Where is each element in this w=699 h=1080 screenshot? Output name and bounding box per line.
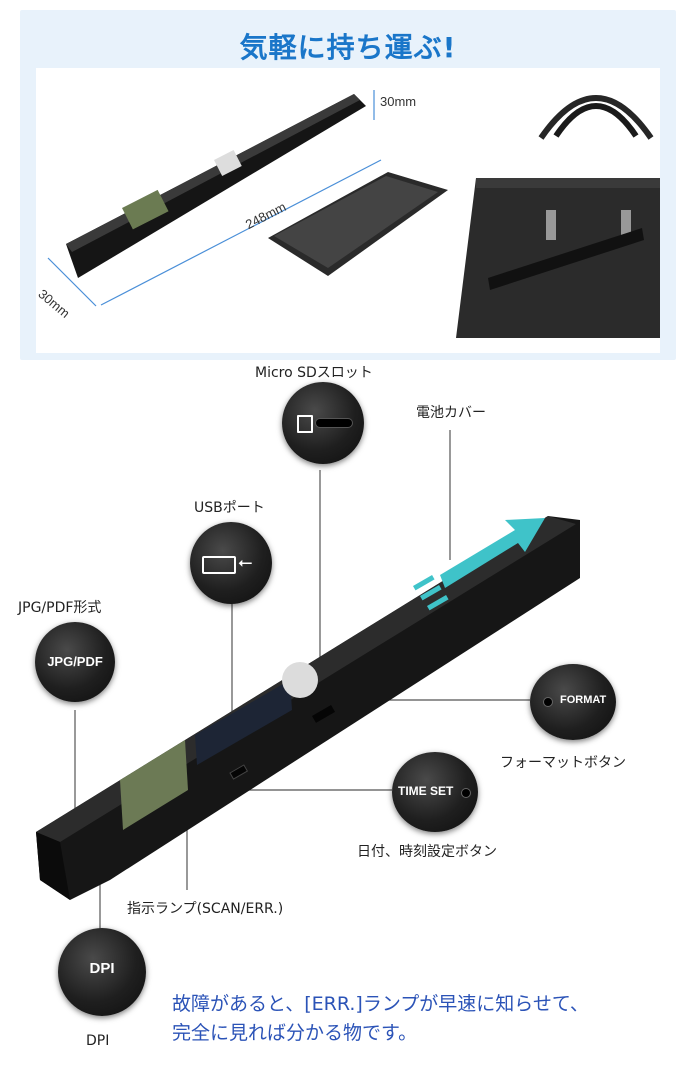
sd-slot-opening <box>316 419 352 427</box>
jpg-pdf-button-label: JPG/PDF <box>47 654 103 669</box>
product-photo <box>47 90 660 338</box>
time-set-indicator-dot <box>462 789 470 797</box>
dpi-button-zoom: DPI <box>58 928 146 1016</box>
indicator-label: 指示ランプ(SCAN/ERR.) <box>127 901 284 917</box>
top-panel: 気軽に持ち運ぶ! 30mm 248mm 30mm <box>20 10 676 360</box>
usb-port-label: USBポート <box>194 500 265 516</box>
format-indicator-dot <box>544 698 552 706</box>
dpi-button-label: DPI <box>89 960 115 977</box>
footer-line-1: 故障があると、[ERR.]ランプが早速に知らせて、 <box>172 993 589 1015</box>
height-dimension: 30mm <box>380 94 417 109</box>
usb-icon: ⭠ <box>238 552 253 573</box>
sd-card-icon <box>297 415 313 433</box>
product-photo-frame: 30mm 248mm 30mm <box>35 68 660 353</box>
time-set-button-zoom: TIME SET <box>392 752 478 832</box>
footer-line-2: 完全に見れば分かる物です。 <box>172 1022 418 1044</box>
format-button-zoom: FORMAT <box>530 664 616 740</box>
battery-cover-label: 電池カバー <box>416 405 486 421</box>
time-set-button-label: TIME SET <box>398 784 454 798</box>
jpg-pdf-button-zoom: JPG/PDF <box>35 622 115 702</box>
micro-sd-label: Micro SDスロット <box>255 365 373 381</box>
format-button-label: FORMAT <box>560 694 607 706</box>
dpi-label: DPI <box>86 1033 110 1049</box>
jpg-pdf-label: JPG/PDF形式 <box>18 600 102 616</box>
usb-port-opening <box>202 556 236 574</box>
footer-text: 故障があると、[ERR.]ランプが早速に知らせて、 完全に見れば分かる物です。 <box>172 990 692 1048</box>
usb-port-zoom: ⭠ <box>190 522 272 604</box>
sd-slot-zoom <box>282 382 364 464</box>
headline: 気軽に持ち運ぶ! <box>239 31 457 64</box>
format-button-callout: フォーマットボタン <box>500 755 626 771</box>
time-button-callout: 日付、時刻設定ボタン <box>357 844 497 860</box>
